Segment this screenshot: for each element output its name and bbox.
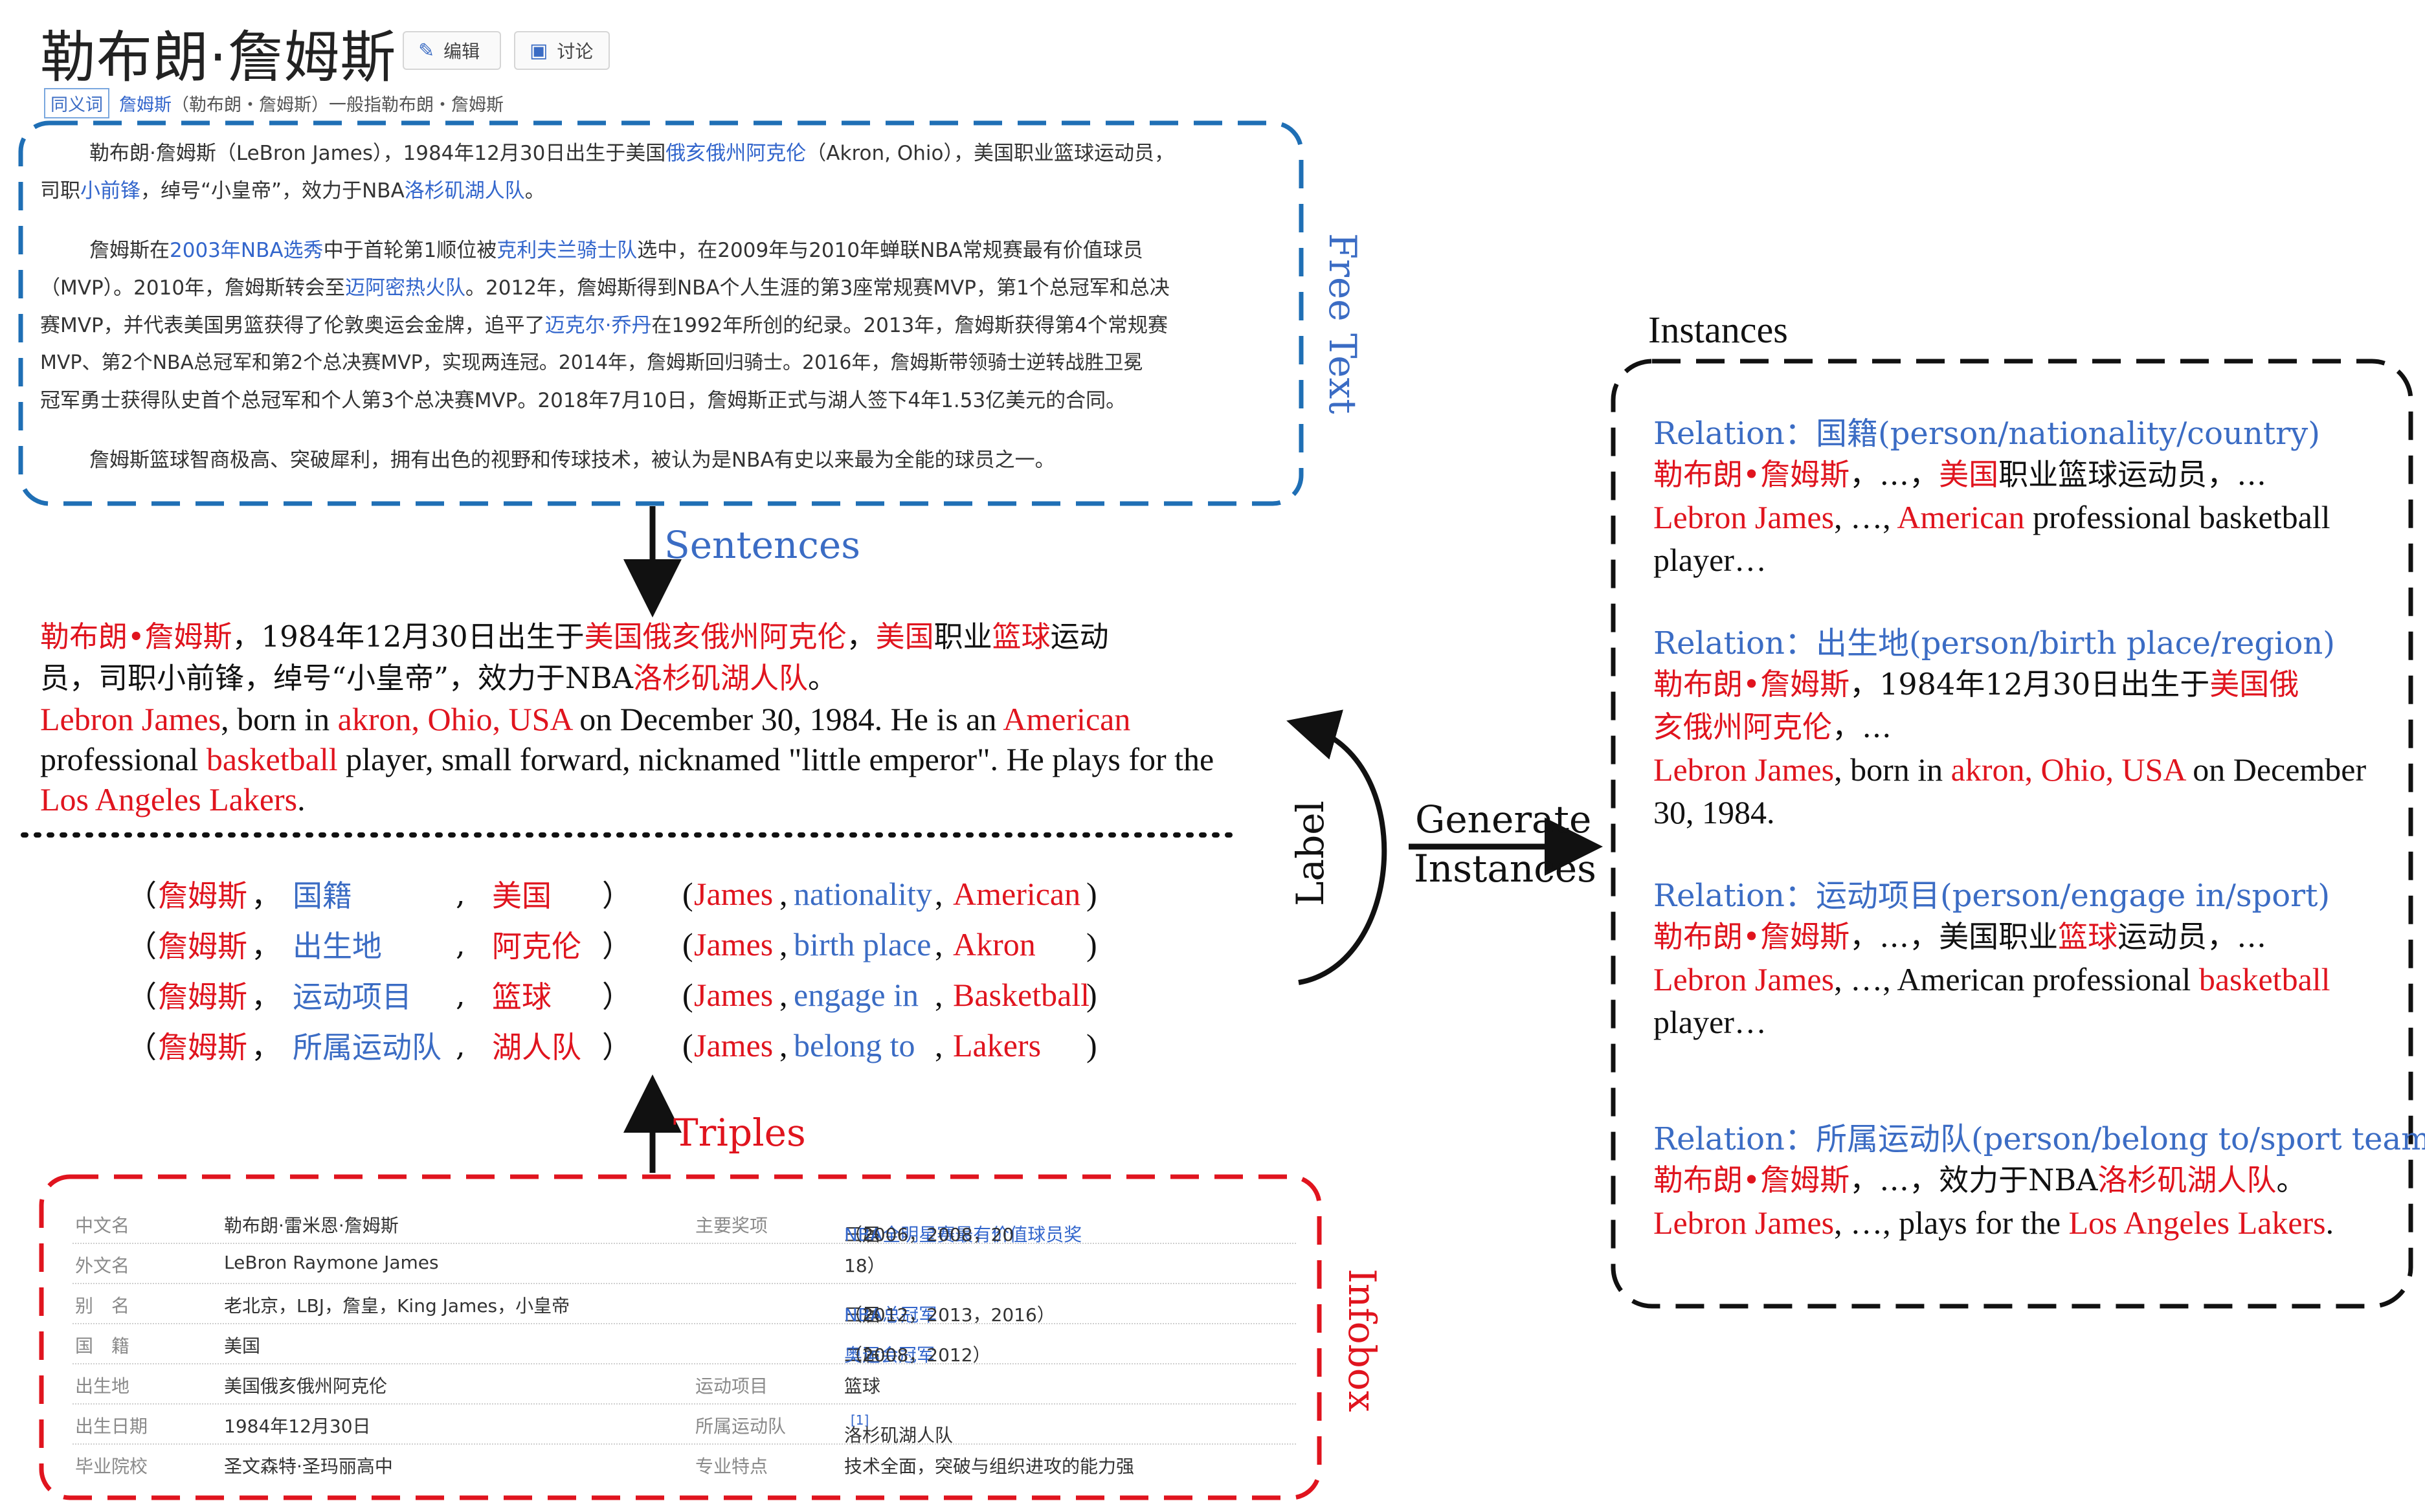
pencil-icon: ✎ — [418, 39, 435, 62]
infobox-row: 毕业院校 圣文森特·圣玛丽高中 专业特点 技术全面，突破与组织进攻的能力强 — [75, 1456, 1135, 1477]
label-label: Label — [1288, 800, 1332, 906]
triples-list: （ 詹姆斯， 国籍, 美国 ） ( James, nationality, Am… — [0, 873, 1165, 1067]
discuss-button[interactable]: ▣ 讨论 — [514, 31, 610, 70]
sentence-en-line-3: Los Angeles Lakers. — [40, 781, 306, 817]
page-title: 勒布朗·詹姆斯 — [40, 25, 397, 90]
example-sentence: 勒布朗•詹姆斯，1984年12月30日出生于美国俄亥俄州阿克伦，美国职业篮球运动… — [40, 616, 1290, 819]
sentence-en-line-2: professional basketball player, small fo… — [40, 741, 1214, 777]
discuss-button-label: 讨论 — [557, 41, 594, 62]
instance-relation: Relation：出生地(person/birth place/region) — [1653, 625, 2336, 662]
edit-button[interactable]: ✎ 编辑 — [403, 31, 501, 70]
triple-row: （ 詹姆斯， 出生地, 阿克伦 ） ( James, birth place, … — [127, 926, 1097, 964]
infobox-row: 外文名 LeBron Raymone James 18） — [73, 1243, 1296, 1284]
edit-button-label: 编辑 — [443, 41, 480, 62]
triple-row: （ 詹姆斯， 所属运动队, 湖人队 ） ( James, belong to ,… — [127, 1027, 1097, 1065]
instance-relation: Relation：所属运动队(person/belong to/sport te… — [1653, 1121, 2425, 1157]
generate-label: Generate — [1415, 797, 1592, 841]
instances-title: Instances — [1648, 309, 1788, 351]
infobox-row: 出生日期 1984年12月30日 所属运动队 洛杉矶湖人队[1] — [73, 1403, 1296, 1446]
instance-2: Relation：出生地(person/birth place/region) … — [1653, 617, 2398, 834]
triple-row: （ 詹姆斯， 国籍, 美国 ） ( James, nationality, Am… — [127, 876, 1097, 913]
instance-relation: Relation：运动项目(person/engage in/sport) — [1653, 878, 2330, 914]
infobox-label: Infobox — [1340, 1269, 1384, 1412]
synonym-rest: （勒布朗・詹姆斯）一般指勒布朗・詹姆斯 — [172, 95, 504, 115]
infobox-row: 出生地 美国俄亥俄州阿克伦 运动项目 篮球 — [73, 1363, 1296, 1405]
footnote-link[interactable]: [1] — [851, 1412, 869, 1428]
instance-1: Relation：国籍(person/nationality/country) … — [1653, 408, 2398, 581]
infobox-box — [39, 1174, 1322, 1500]
sentences-label: Sentences — [664, 523, 860, 567]
free-text-label: Free Text — [1321, 233, 1365, 414]
chat-icon: ▣ — [530, 39, 548, 62]
free-text-paragraph-3: 詹姆斯篮球智商极高、突破犀利，拥有出色的视野和传球技术，被认为是NBA有史以来最… — [89, 449, 1055, 472]
sentence-cn-line-1: 勒布朗•詹姆斯，1984年12月30日出生于美国俄亥俄州阿克伦，美国职业篮球运动 — [40, 619, 1109, 654]
free-text-block: 勒布朗·詹姆斯（LeBron James），1984年12月30日出生于美国俄亥… — [40, 135, 1290, 479]
synonym-line: 詹姆斯（勒布朗・詹姆斯）一般指勒布朗・詹姆斯 — [119, 91, 504, 116]
synonym-link[interactable]: 詹姆斯 — [119, 95, 172, 115]
triple-row: （ 詹姆斯， 运动项目, 篮球 ） ( James, engage in , B… — [127, 977, 1097, 1014]
triples-label: Triples — [673, 1111, 806, 1155]
instances-arrow-label: Instances — [1414, 847, 1596, 891]
free-text-paragraph-1: 勒布朗·詹姆斯（LeBron James），1984年12月30日出生于美国俄亥… — [40, 142, 1174, 203]
free-text-paragraph-2: 詹姆斯在2003年NBA选秀中于首轮第1顺位被克利夫兰骑士队选中，在2009年与… — [40, 239, 1170, 412]
sentence-en-line-1: Lebron James, born in akron, Ohio, USA o… — [40, 701, 1131, 737]
instance-4: Relation：所属运动队(person/belong to/sport te… — [1653, 1113, 2425, 1244]
infobox-row: 国 籍 美国 二届奥运会冠军（2008，2012） — [73, 1323, 1296, 1366]
instance-3: Relation：运动项目(person/engage in/sport) 勒布… — [1653, 870, 2398, 1043]
label-arrow — [1286, 709, 1387, 985]
instances-box — [1611, 359, 2413, 1309]
instance-relation: Relation：国籍(person/nationality/country) — [1653, 416, 2320, 452]
free-text-box — [18, 120, 1304, 506]
sentence-cn-line-2: 员，司职小前锋，绰号“小皇帝”，效力于NBA洛杉矶湖人队。 — [40, 661, 837, 695]
synonym-tag[interactable]: 同义词 — [44, 88, 109, 118]
